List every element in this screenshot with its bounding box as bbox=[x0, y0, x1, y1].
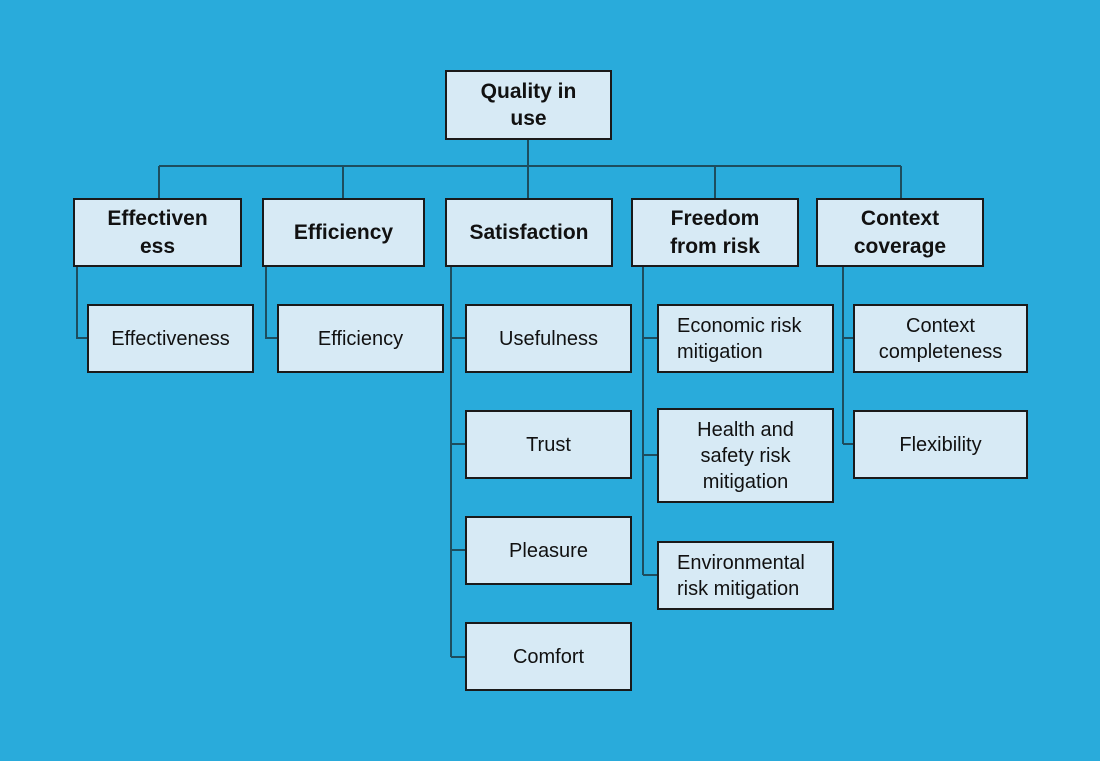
node-label: Effectiveness bbox=[111, 327, 230, 350]
node-environmental-risk-mitigation[interactable]: Environmental risk mitigation bbox=[657, 541, 834, 610]
node-label: Trust bbox=[526, 433, 571, 456]
node-label: Comfort bbox=[512, 645, 585, 668]
node-label: Context completeness bbox=[878, 314, 1003, 363]
node-flexibility[interactable]: Flexibility bbox=[853, 410, 1028, 479]
node-label: Usefulness bbox=[499, 327, 598, 350]
edge-efficiency-children bbox=[264, 267, 277, 340]
node-label: Health and safety risk mitigation bbox=[697, 418, 794, 493]
node-comfort[interactable]: Comfort bbox=[465, 622, 632, 691]
node-label: Effectiven ess bbox=[107, 207, 208, 258]
node-context-completeness[interactable]: Context completeness bbox=[853, 304, 1028, 373]
node-economic-risk-mitigation[interactable]: Economic risk mitigation bbox=[657, 304, 834, 373]
node-label: Efficiency bbox=[317, 327, 404, 350]
node-label: Economic risk mitigation bbox=[677, 314, 802, 363]
node-effectiveness-leaf[interactable]: Effectiveness bbox=[87, 304, 254, 373]
node-pleasure[interactable]: Pleasure bbox=[465, 516, 632, 585]
node-label: Context coverage bbox=[853, 207, 947, 258]
node-freedom-from-risk[interactable]: Freedom from risk bbox=[631, 198, 799, 267]
edge-effectiveness-children bbox=[75, 267, 87, 340]
node-effectiveness[interactable]: Effectiven ess bbox=[73, 198, 242, 267]
node-label: Quality in use bbox=[480, 79, 577, 130]
node-efficiency[interactable]: Efficiency bbox=[262, 198, 425, 267]
node-usefulness[interactable]: Usefulness bbox=[465, 304, 632, 373]
node-label: Flexibility bbox=[899, 433, 982, 456]
node-label: Efficiency bbox=[293, 220, 394, 244]
node-label: Freedom from risk bbox=[670, 207, 760, 258]
node-health-safety-risk-mitigation[interactable]: Health and safety risk mitigation bbox=[657, 408, 834, 503]
node-label: Satisfaction bbox=[469, 220, 589, 244]
node-quality-in-use[interactable]: Quality in use bbox=[445, 70, 612, 140]
node-efficiency-leaf[interactable]: Efficiency bbox=[277, 304, 444, 373]
node-satisfaction[interactable]: Satisfaction bbox=[445, 198, 613, 267]
node-label: Environmental risk mitigation bbox=[677, 551, 805, 600]
node-trust[interactable]: Trust bbox=[465, 410, 632, 479]
node-label: Pleasure bbox=[509, 539, 588, 562]
node-context-coverage[interactable]: Context coverage bbox=[816, 198, 984, 267]
